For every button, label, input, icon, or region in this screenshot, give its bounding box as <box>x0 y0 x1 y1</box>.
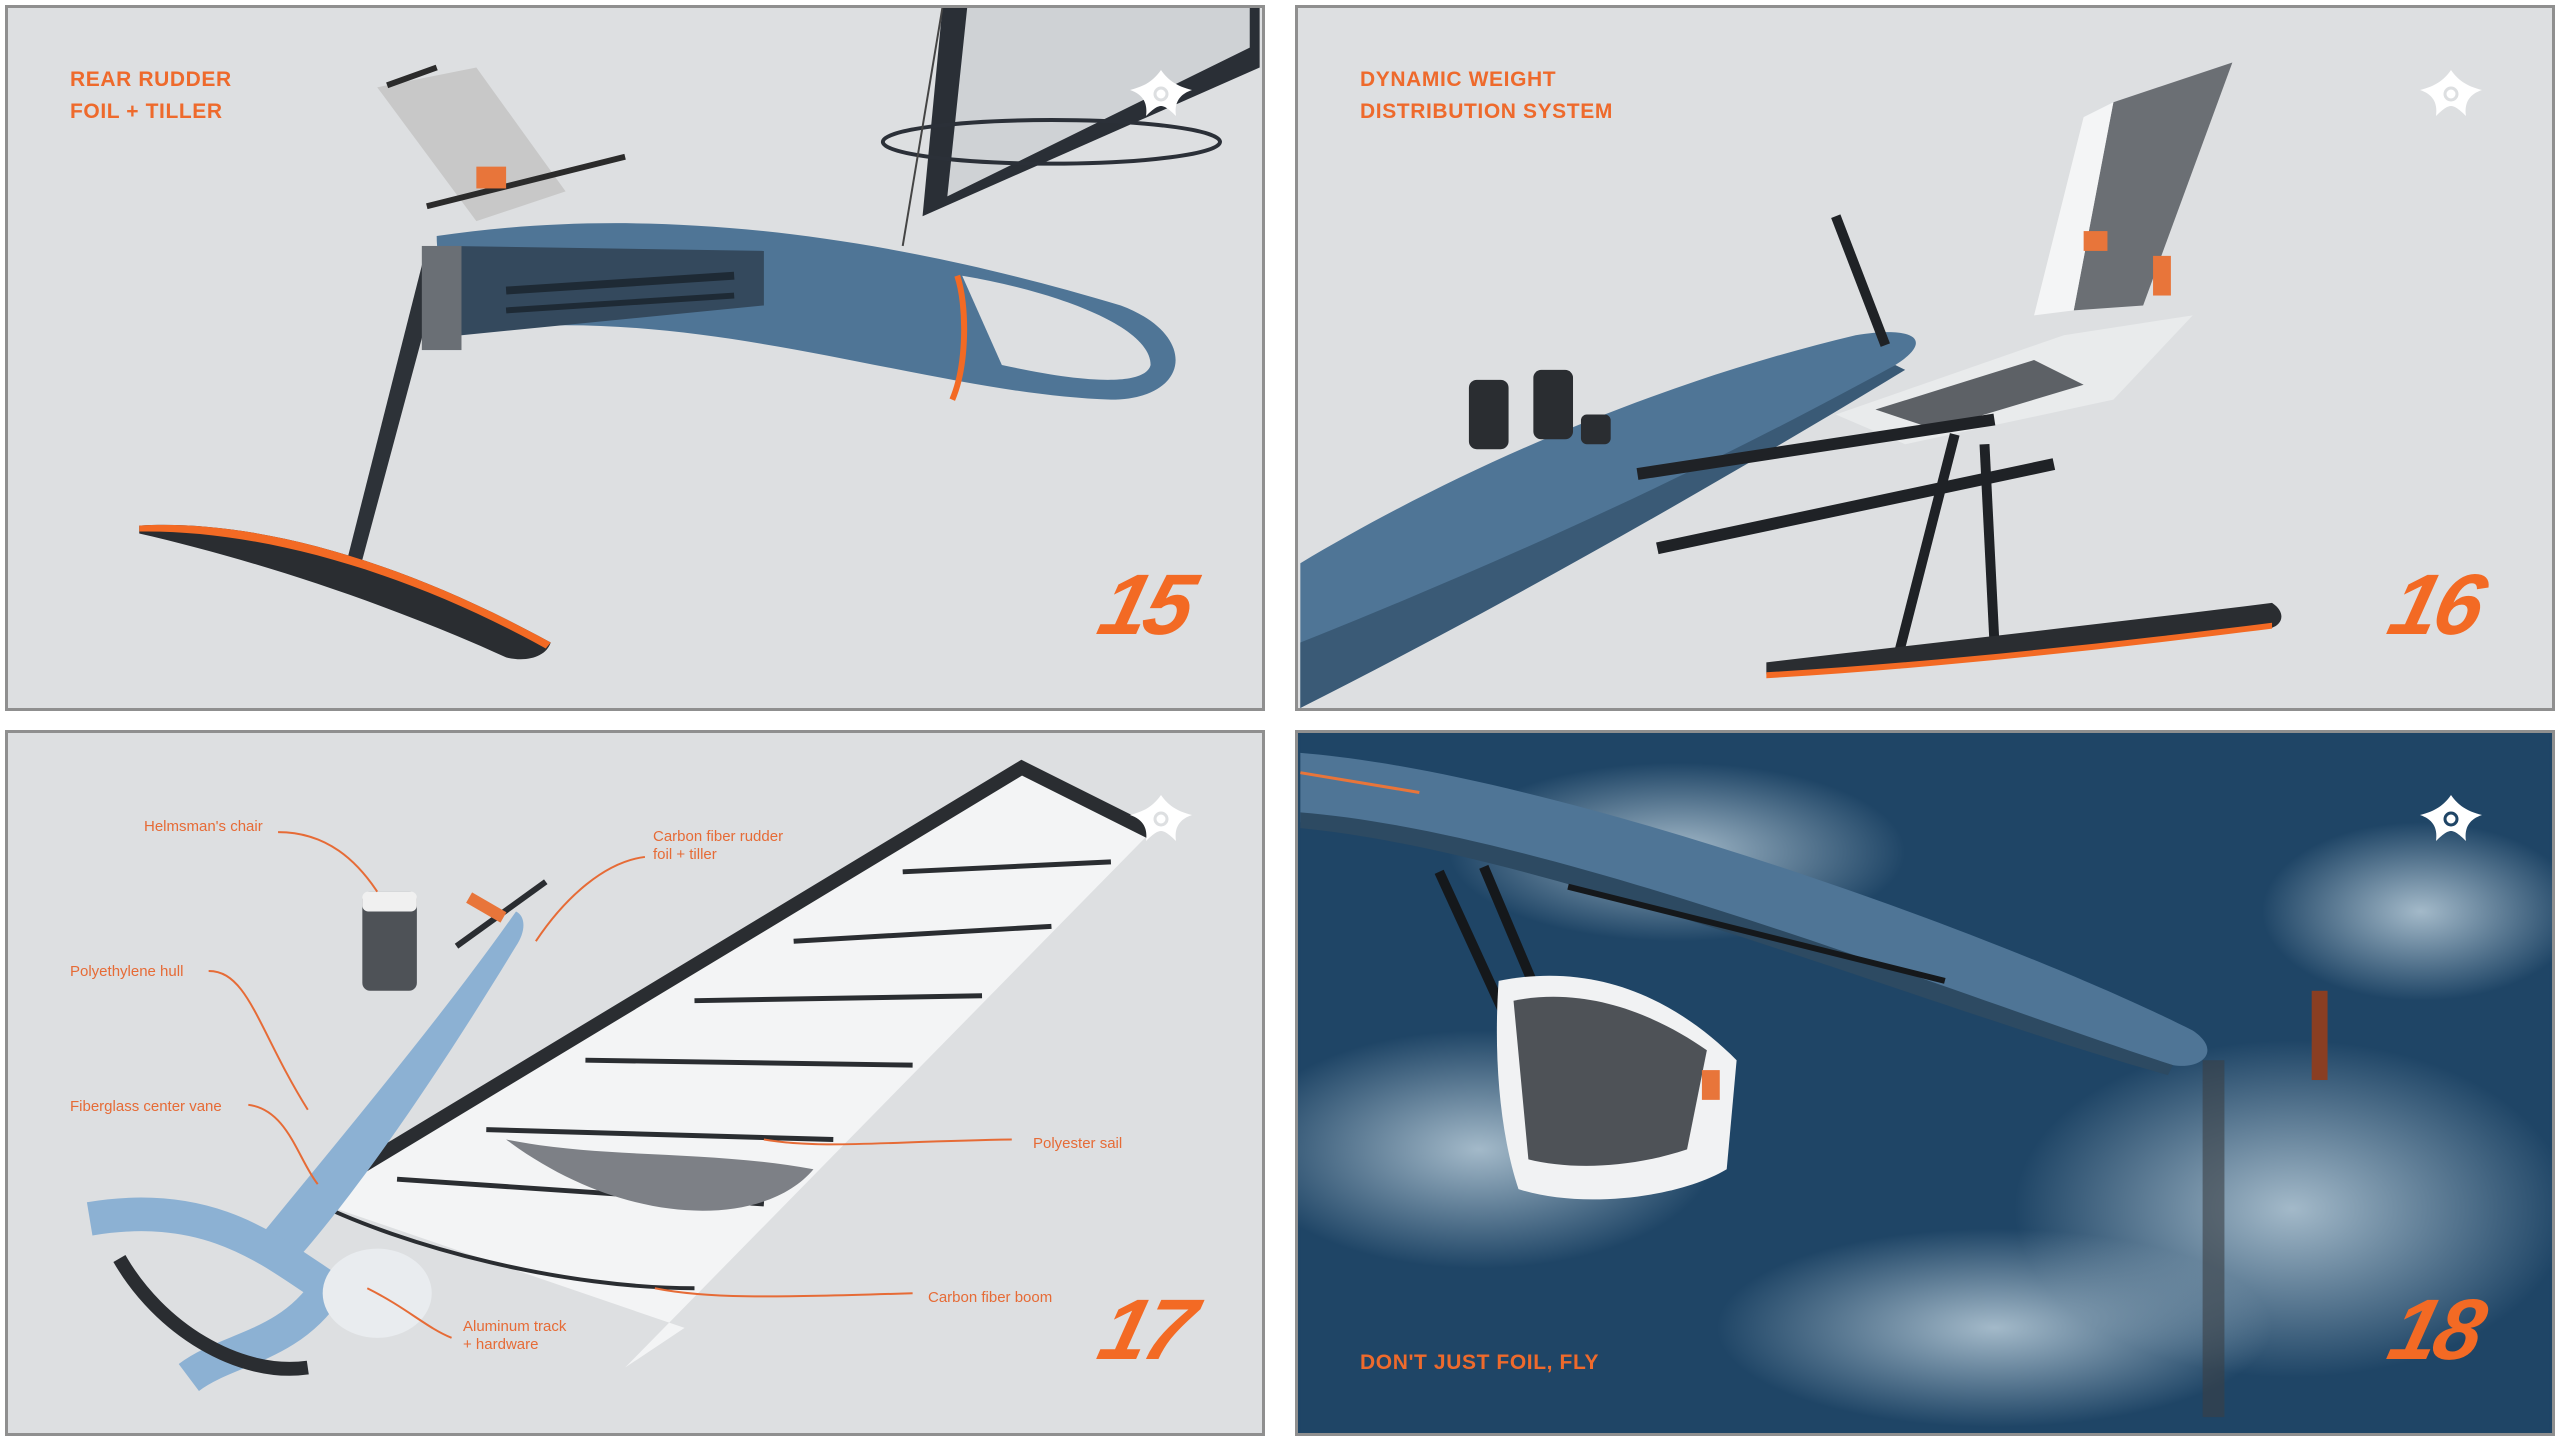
rudder-foil-render <box>139 8 1260 660</box>
rudder-foil <box>139 524 551 660</box>
bird-emblem-icon <box>1130 795 1192 841</box>
callout-rudder-foil: Carbon fiber rudder foil + tiller <box>653 828 783 864</box>
bird-emblem-icon <box>2420 795 2482 841</box>
panel-dynamic-weight: DYNAMIC WEIGHT DISTRIBUTION SYSTEM 16 <box>1295 5 2555 711</box>
panel-heading: REAR RUDDER FOIL + TILLER <box>70 64 232 128</box>
main-foil <box>1766 602 2282 675</box>
foot-straps <box>1468 369 1611 450</box>
hull-body <box>1300 752 2208 1066</box>
callout-sail: Polyester sail <box>1033 1135 1123 1152</box>
tagline: DON'T JUST FOIL, FLY <box>1360 1351 1600 1374</box>
heading-line-1: DYNAMIC WEIGHT <box>1360 68 1557 91</box>
weight-system-render <box>1300 62 2282 708</box>
seat-back <box>2073 62 2233 311</box>
callout-center-vane: Fiberglass center vane <box>70 1098 222 1115</box>
callout-line-2: foil + tiller <box>653 846 717 863</box>
panel-heading: DYNAMIC WEIGHT DISTRIBUTION SYSTEM <box>1360 64 1613 128</box>
parts-render <box>86 759 1154 1392</box>
panel-rear-rudder: REAR RUDDER FOIL + TILLER 15 <box>5 5 1265 711</box>
callout-boom: Carbon fiber boom <box>928 1289 1053 1306</box>
callout-hull: Polyethylene hull <box>70 963 184 980</box>
chair <box>362 891 417 991</box>
sail-body <box>307 767 1151 1368</box>
heading-line-2: FOIL + TILLER <box>70 100 223 123</box>
callout-line-1: Aluminum track <box>463 1318 567 1335</box>
callout-helmsman-chair: Helmsman's chair <box>144 818 263 835</box>
heading-line-1: REAR RUDDER <box>70 68 232 91</box>
callout-track: Aluminum track + hardware <box>463 1318 566 1354</box>
bird-emblem-icon <box>1130 70 1192 116</box>
panel-parts-breakdown: Helmsman's chair Carbon fiber rudder foi… <box>5 730 1265 1436</box>
foil-strut <box>2202 1060 2225 1418</box>
hull-body <box>258 911 524 1259</box>
heading-line-2: DISTRIBUTION SYSTEM <box>1360 100 1613 123</box>
callout-line-2: + hardware <box>463 1336 539 1353</box>
callout-line-1: Carbon fiber rudder <box>653 828 784 845</box>
rudder-strut <box>342 245 447 579</box>
callout-leaders <box>208 831 1012 1339</box>
water-render <box>1298 733 2552 1433</box>
sail-panel <box>947 8 1250 197</box>
panel-on-water: DON'T JUST FOIL, FLY 18 <box>1295 730 2555 1436</box>
bird-emblem-icon <box>2420 70 2482 116</box>
